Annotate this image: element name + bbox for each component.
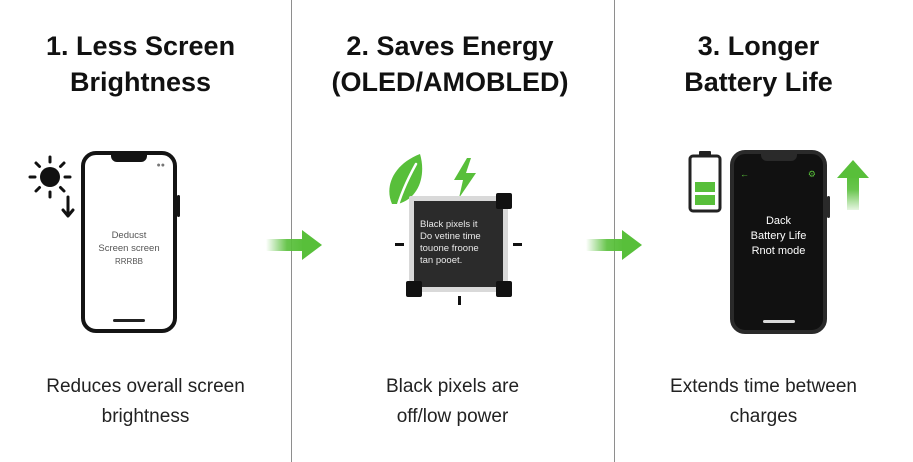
sun-brightness-down-icon: [28, 155, 75, 218]
caption-line: Black pixels are: [385, 376, 520, 397]
status-signal-icon: ●●: [156, 162, 165, 169]
arrow-up-icon: [837, 160, 869, 210]
caption-line: off/low power: [396, 406, 509, 427]
screen-line: Battery Life: [750, 230, 807, 242]
corner-pixel-square: [496, 193, 512, 209]
panel-battery-life: 3. Longer Battery Life ← ⚙ Dack Battery …: [614, 0, 913, 462]
phone-home-bar: [762, 320, 795, 323]
screen-line: Dack: [765, 215, 792, 227]
column-divider-right: [614, 0, 615, 462]
panel-title: 1. Less Screen Brightness: [0, 28, 291, 100]
phone-notch: [760, 154, 797, 161]
corner-pixel-square: [406, 281, 422, 297]
caption-line: Reduces overall screen: [46, 376, 245, 397]
settings-icon: ⚙: [807, 169, 816, 179]
caption-line: brightness: [101, 406, 190, 427]
right-arrow-icon: [266, 230, 322, 260]
pixel-box-text: Black pixels it Do vetine time touone fr…: [420, 219, 497, 267]
screen-line: Screen screen: [98, 243, 160, 254]
phone-home-bar: [113, 319, 145, 322]
box-line: touone froone: [420, 243, 479, 254]
battery-icon: [688, 151, 722, 213]
screen-line: Rnot mode: [751, 245, 806, 257]
box-line: Black pixels it: [420, 219, 478, 230]
tick-mark: [513, 243, 522, 246]
black-pixel-box: Black pixels it Do vetine time touone fr…: [409, 196, 508, 292]
phone-notch: [111, 155, 147, 162]
corner-pixel-square: [496, 281, 512, 297]
back-arrow-icon: ←: [740, 169, 749, 179]
right-arrow-icon: [586, 230, 642, 260]
panel-less-brightness: 1. Less Screen Brightness ●● Deducst Scr…: [0, 0, 291, 462]
panel-title-line: Brightness: [69, 67, 212, 97]
caption-line: charges: [729, 406, 798, 427]
panel-title-line: 1. Less Screen: [45, 31, 236, 61]
panel-title: 2. Saves Energy (OLED/AMOBLED): [286, 28, 614, 100]
box-line: Do vetine time: [420, 231, 481, 242]
screen-line: Deducst: [111, 230, 147, 241]
panel-caption: Extends time between charges: [614, 372, 913, 432]
phone-bright-screen: ●● Deducst Screen screen RRRBB: [81, 151, 177, 333]
panel-title-line: 3. Longer: [697, 31, 820, 61]
panel-title-line: 2. Saves Energy: [346, 31, 554, 61]
leaf-icon: [389, 154, 423, 214]
panel-title-line: Battery Life: [684, 67, 833, 97]
phone-screen-text: Deducst Screen screen RRRBB: [85, 229, 173, 268]
panel-caption: Reduces overall screen brightness: [0, 372, 291, 432]
phone-side-button: [827, 196, 830, 218]
phone-side-button: [177, 195, 180, 217]
screen-line: RRRBB: [114, 257, 143, 266]
tick-mark: [395, 243, 404, 246]
panel-caption: Black pixels are off/low power: [291, 372, 614, 432]
panel-title-line: (OLED/AMOBLED): [331, 67, 569, 97]
caption-line: Extends time between: [670, 376, 857, 397]
panel-saves-energy: 2. Saves Energy (OLED/AMOBLED) Black pix…: [291, 0, 614, 462]
phone-screen-text: Dack Battery Life Rnot mode: [734, 214, 823, 259]
column-divider-left: [291, 0, 292, 462]
tick-mark: [458, 296, 461, 305]
lightning-bolt-icon: [454, 158, 476, 198]
panel-title: 3. Longer Battery Life: [604, 28, 913, 100]
box-line: tan pooet.: [420, 255, 463, 266]
phone-dark-screen: ← ⚙ Dack Battery Life Rnot mode: [730, 150, 827, 334]
